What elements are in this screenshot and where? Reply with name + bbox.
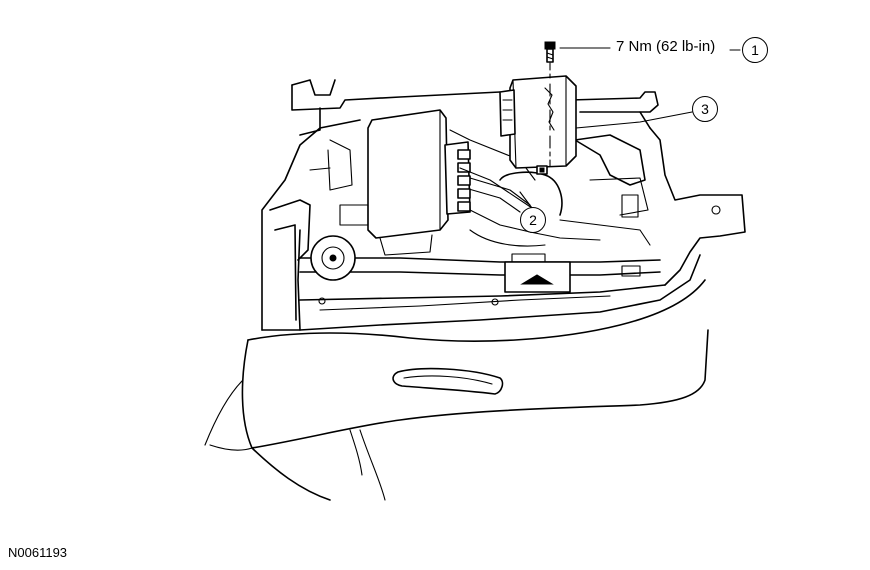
leader-lines (459, 47, 741, 209)
figure-id-label: N0061193 (8, 545, 68, 560)
callout-3-bubble: 3 (692, 96, 718, 122)
seat-cushion-outline (204, 279, 709, 501)
module-3 (499, 75, 577, 175)
callout-1-bubble: 1 (742, 37, 768, 63)
bolt-1 (544, 41, 556, 167)
seat-frame (261, 79, 746, 331)
torque-spec-label: 7 Nm (62 lb-in) (616, 38, 716, 55)
seat-control-module (339, 109, 471, 256)
callout-2-bubble: 2 (520, 207, 546, 233)
